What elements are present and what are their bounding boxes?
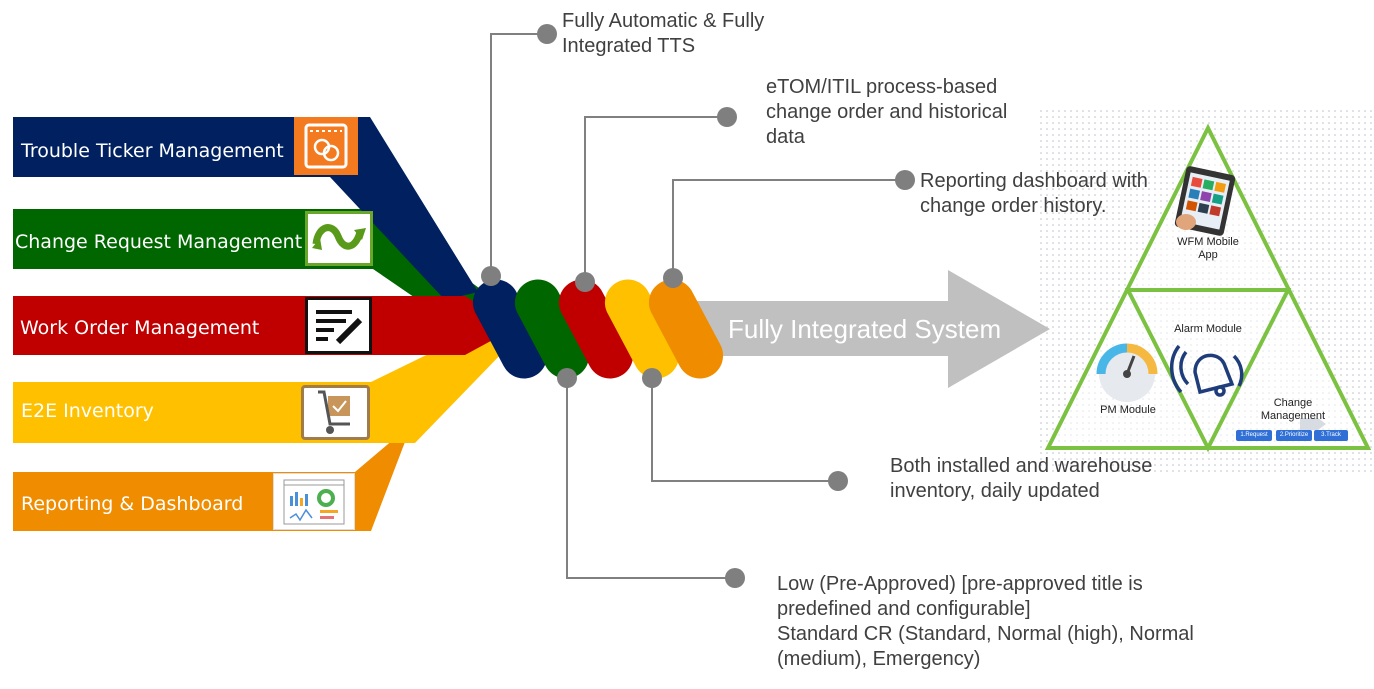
tag-request: 1.Request — [1236, 430, 1272, 441]
integration-arrow-label: Fully Integrated System — [728, 314, 1002, 344]
bar-label-reporting: Reporting & Dashboard — [21, 493, 244, 515]
wfm-mobile-label-line-1: WFM Mobile — [1177, 236, 1239, 248]
integration-arrow — [697, 270, 1050, 388]
callout-etom-line-3: data — [766, 126, 805, 148]
callout-dots — [481, 24, 915, 588]
bar-label-work-order: Work Order Management — [20, 317, 260, 339]
bar-label-inventory: E2E Inventory — [21, 400, 154, 422]
callout-etom: eTOM/ITIL process-based change order and… — [766, 75, 1007, 150]
pm-module-label: PM Module — [1100, 404, 1156, 416]
tag-prioritize: 2.Prioritize — [1276, 430, 1312, 441]
callout-priority-line-1: Low (Pre-Approved) [pre-approved title i… — [777, 573, 1143, 595]
bar-label-trouble-ticket: Trouble Ticker Management — [21, 140, 284, 162]
wfm-mobile-label: WFM Mobile App — [1168, 236, 1248, 262]
callout-reporting-line-2: change order history. — [920, 195, 1107, 217]
edit-document-icon — [305, 297, 372, 354]
pm-gauge-icon — [1096, 343, 1158, 402]
change-arrow-shape — [1300, 418, 1326, 430]
bar-label-change-request: Change Request Management — [15, 231, 303, 253]
dashboard-chart-icon — [273, 473, 355, 530]
wfm-mobile-label-line-2: App — [1198, 249, 1218, 261]
wfm-phone-icon — [1174, 166, 1236, 236]
alarm-bell-icon — [1170, 344, 1244, 397]
callout-inventory: Both installed and warehouse inventory, … — [890, 454, 1152, 504]
alarm-module-label: Alarm Module — [1174, 323, 1242, 335]
coil — [472, 279, 724, 379]
hand-truck-icon — [301, 385, 370, 440]
callout-priority: Low (Pre-Approved) [pre-approved title i… — [777, 572, 1194, 672]
ticket-icon — [294, 117, 358, 175]
change-management-label: Change Management — [1248, 397, 1338, 423]
callout-inventory-line-2: inventory, daily updated — [890, 480, 1100, 502]
change-management-label-line-2: Management — [1260, 410, 1326, 422]
callout-tts: Fully Automatic & Fully Integrated TTS — [562, 9, 764, 59]
callout-tts-line-2: Integrated TTS — [562, 35, 696, 57]
callout-tts-line-1: Fully Automatic & Fully — [562, 10, 765, 32]
change-management-label-line-1: Change — [1273, 397, 1313, 409]
callout-etom-line-2: change order and historical — [766, 101, 1008, 123]
callout-priority-line-3: Standard CR (Standard, Normal (high), No… — [777, 623, 1194, 645]
tag-track: 3.Track — [1314, 430, 1348, 441]
callout-etom-line-1: eTOM/ITIL process-based — [766, 76, 998, 98]
callout-priority-line-4: (medium), Emergency) — [777, 648, 981, 670]
cycle-arrows-icon — [305, 211, 373, 266]
callout-inventory-line-1: Both installed and warehouse — [890, 455, 1153, 477]
callout-priority-line-2: predefined and configurable] — [777, 598, 1031, 620]
callout-reporting-line-1: Reporting dashboard with — [920, 170, 1148, 192]
callout-reporting: Reporting dashboard with change order hi… — [920, 169, 1148, 219]
callout-lines — [490, 33, 905, 579]
